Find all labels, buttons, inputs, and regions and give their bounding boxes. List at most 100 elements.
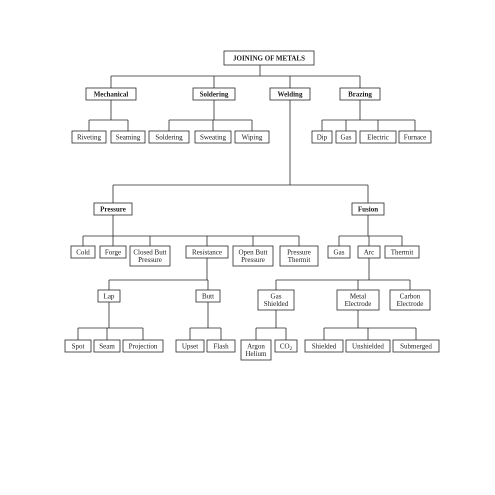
node-box <box>234 130 270 144</box>
node-label: CO2 <box>280 342 293 352</box>
node-title: JOINING OF METALS <box>223 50 315 66</box>
node-projection: Projection <box>122 339 164 353</box>
node-box <box>185 245 229 259</box>
node-furnace: Furnace <box>398 130 432 144</box>
node-label: Flash <box>213 342 229 350</box>
node-label: Shielded <box>264 300 289 308</box>
node-box <box>192 87 236 101</box>
node-lap: Lap <box>97 289 121 303</box>
node-unshielded: Unshielded <box>345 339 391 353</box>
node-riveting: Riveting <box>71 130 107 144</box>
node-dip: Dip <box>311 130 333 144</box>
node-label: Pressure <box>241 256 265 264</box>
node-box <box>99 245 127 259</box>
node-label: Upset <box>182 342 198 350</box>
node-mechanical: Mechanical <box>85 87 137 101</box>
node-label: Unshielded <box>352 342 384 350</box>
node-label: Open Butt <box>239 249 268 257</box>
node-box <box>269 87 311 101</box>
node-label: Closed Butt <box>133 249 166 257</box>
node-label: Electric <box>367 133 389 141</box>
node-seaming: Seaming <box>110 130 146 144</box>
node-label: Fusion <box>358 205 378 213</box>
node-label: Soldering <box>200 90 229 98</box>
node-soldering: Soldering <box>192 87 236 101</box>
node-label: Soldering <box>155 133 183 141</box>
node-seam: Seam <box>93 339 121 353</box>
node-box <box>129 245 171 267</box>
node-forge: Forge <box>99 245 127 259</box>
node-box <box>206 339 236 353</box>
node-box <box>70 245 96 259</box>
node-label: Brazing <box>348 90 372 98</box>
node-label: Thermit <box>391 248 414 256</box>
node-label: Pressure <box>100 205 126 213</box>
node-label: Furnace <box>404 133 427 141</box>
node-label: Pressure <box>287 249 311 257</box>
node-label: Sweating <box>200 133 227 141</box>
node-gas-fusion: Gas <box>327 245 351 259</box>
node-welding: Welding <box>269 87 311 101</box>
node-box <box>359 130 397 144</box>
node-arc: Arc <box>357 245 381 259</box>
node-co2: CO2 <box>274 339 298 353</box>
node-upset: Upset <box>175 339 205 353</box>
node-label: Electrode <box>345 300 372 308</box>
node-box <box>93 202 133 216</box>
node-box <box>389 289 431 311</box>
node-label: Lap <box>104 292 115 300</box>
node-label: Projection <box>129 342 158 350</box>
node-label: JOINING OF METALS <box>233 54 305 62</box>
node-box <box>257 289 295 311</box>
node-label: Resistance <box>192 248 222 256</box>
node-gas-brazing: Gas <box>335 130 357 144</box>
node-label: Seam <box>99 342 115 350</box>
node-box <box>64 339 92 353</box>
node-box <box>351 202 385 216</box>
node-spot: Spot <box>64 339 92 353</box>
node-label-subscript: 2 <box>290 347 293 352</box>
node-label: Cold <box>76 248 90 256</box>
node-label: Wiping <box>242 133 263 141</box>
node-box <box>311 130 333 144</box>
node-box <box>93 339 121 353</box>
node-box <box>398 130 432 144</box>
connector-lines <box>77 65 417 340</box>
node-resistance: Resistance <box>185 245 229 259</box>
node-box <box>195 289 221 303</box>
node-box <box>240 339 272 361</box>
node-label: Argon <box>247 343 265 351</box>
node-box <box>357 245 381 259</box>
node-label: Carbon <box>400 293 421 301</box>
node-label: Pressure <box>138 256 162 264</box>
node-brazing: Brazing <box>339 87 381 101</box>
node-label: Arc <box>364 248 375 256</box>
node-box <box>335 130 357 144</box>
node-box <box>279 245 319 267</box>
node-box <box>384 245 420 259</box>
node-shielded: Shielded <box>304 339 344 353</box>
node-electric: Electric <box>359 130 397 144</box>
node-label: Submerged <box>400 342 432 350</box>
node-label: Forge <box>105 248 121 256</box>
node-label: Electrode <box>397 300 424 308</box>
node-label: Shielded <box>312 342 337 350</box>
node-box <box>110 130 146 144</box>
node-submerged: Submerged <box>392 339 440 353</box>
node-box <box>327 245 351 259</box>
node-box <box>232 245 274 267</box>
node-label: Seaming <box>116 133 141 141</box>
node-wiping: Wiping <box>234 130 270 144</box>
node-box <box>392 339 440 353</box>
node-label: Gas <box>334 248 345 256</box>
node-label: Dip <box>317 133 328 141</box>
